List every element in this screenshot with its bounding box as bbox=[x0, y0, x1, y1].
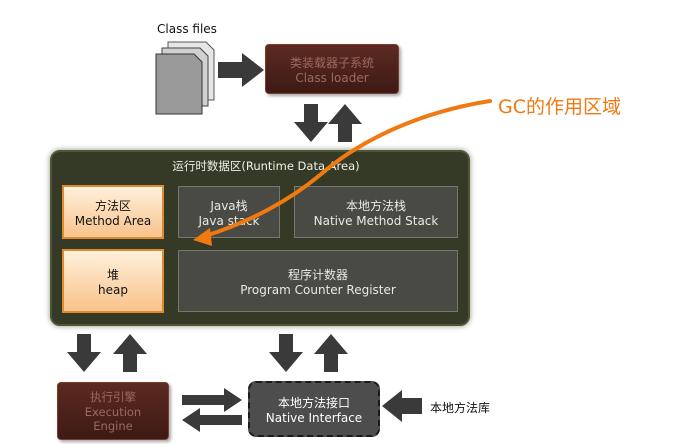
native-interface-title: 本地方法接口 bbox=[277, 395, 350, 410]
arrow-left-icon bbox=[182, 408, 242, 432]
execution-engine-title: 执行引擎 bbox=[90, 390, 136, 404]
arrow-up-icon bbox=[113, 334, 147, 372]
arrow-right-icon bbox=[218, 53, 264, 87]
java-stack-title: Java栈 bbox=[210, 198, 248, 213]
method-area-title: 方法区 bbox=[94, 198, 131, 213]
heap-box: 堆 heap bbox=[62, 249, 164, 313]
java-stack-box: Java栈 Java stack bbox=[178, 186, 280, 238]
native-method-stack-title: 本地方法栈 bbox=[345, 198, 406, 213]
arrow-up-icon bbox=[328, 104, 362, 142]
arrow-down-icon bbox=[269, 334, 303, 372]
execution-engine-subtitle-2: Engine bbox=[93, 419, 133, 433]
execution-engine-box: 执行引擎 Execution Engine bbox=[57, 382, 169, 440]
execution-engine-subtitle-1: Execution bbox=[84, 405, 142, 419]
native-library-label: 本地方法库 bbox=[430, 401, 491, 415]
class-loader-title: 类装载器子系统 bbox=[289, 55, 374, 70]
arrow-up-icon bbox=[314, 334, 348, 372]
arrow-left-icon bbox=[382, 390, 422, 422]
class-files-icon bbox=[155, 41, 215, 115]
arrow-down-icon bbox=[67, 334, 101, 372]
class-loader-subtitle: Class loader bbox=[295, 70, 369, 85]
arrow-right-icon bbox=[182, 388, 242, 412]
heap-title: 堆 bbox=[106, 267, 119, 282]
class-files-label: Class files bbox=[157, 22, 217, 36]
runtime-area-title: 运行时数据区(Runtime Data Area) bbox=[172, 159, 360, 173]
method-area-subtitle: Method Area bbox=[74, 213, 152, 228]
pc-register-subtitle: Program Counter Register bbox=[240, 282, 396, 297]
method-area-box: 方法区 Method Area bbox=[62, 185, 164, 239]
arrow-down-icon bbox=[294, 104, 328, 142]
java-stack-subtitle: Java stack bbox=[198, 213, 260, 228]
native-method-stack-box: 本地方法栈 Native Method Stack bbox=[294, 186, 458, 238]
native-interface-subtitle: Native Interface bbox=[265, 410, 363, 425]
pc-register-box: 程序计数器 Program Counter Register bbox=[178, 250, 458, 312]
native-method-stack-subtitle: Native Method Stack bbox=[313, 213, 439, 228]
pc-register-title: 程序计数器 bbox=[287, 267, 348, 282]
class-loader-box: 类装载器子系统 Class loader bbox=[265, 44, 399, 94]
heap-subtitle: heap bbox=[98, 282, 128, 297]
native-interface-box: 本地方法接口 Native Interface bbox=[248, 381, 380, 437]
gc-annotation-label: GC的作用区域 bbox=[498, 96, 621, 118]
